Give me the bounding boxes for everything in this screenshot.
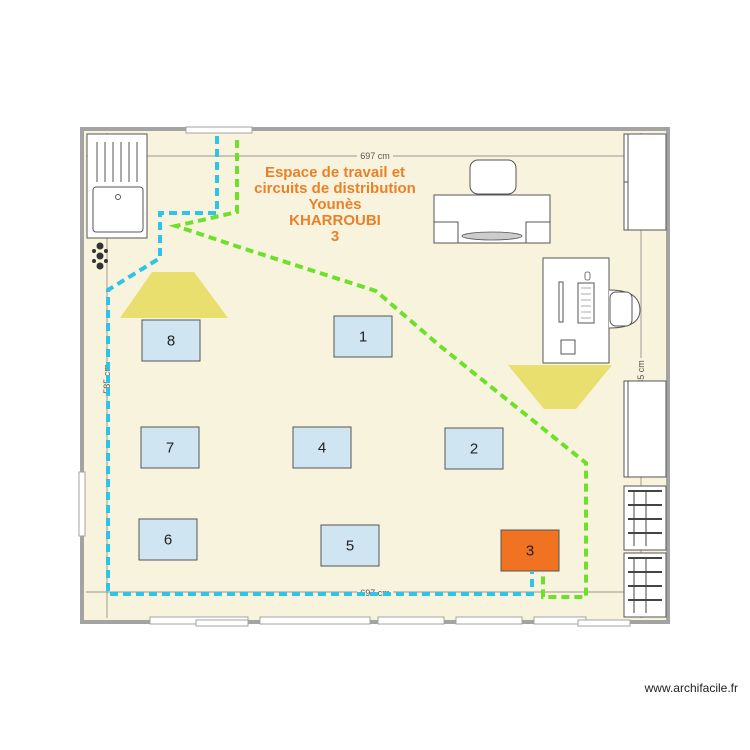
teacher-desk-icon — [433, 159, 551, 244]
workstation-box-7 — [140, 426, 200, 469]
plan-title-line-4: KHARROUBI — [289, 212, 381, 229]
workstation-box-8 — [141, 319, 201, 362]
plan-title-line-1: Espace de travail et — [265, 164, 405, 181]
right-cabinet-top — [623, 133, 667, 231]
workstations: 8 1 7 4 2 6 5 3 — [138, 315, 560, 572]
right-shelving — [623, 485, 667, 618]
plan-title-line-2: circuits de distribution — [254, 180, 416, 197]
room-walls — [80, 127, 670, 624]
right-height-label: 585 cm — [636, 360, 646, 390]
plan-title-line-3: Younès — [308, 196, 361, 213]
workstation-label-7: 7 — [166, 440, 174, 457]
workstation-label-2: 2 — [470, 441, 478, 458]
workstation-box-2 — [444, 427, 504, 470]
plan-title-line-5: 3 — [331, 228, 339, 245]
workstation-label-4: 4 — [318, 440, 326, 457]
workstation-label-6: 6 — [164, 532, 172, 549]
workstation-box-1 — [333, 315, 393, 358]
top-width-label: 697 cm — [360, 151, 390, 161]
radiator-icon — [92, 242, 108, 270]
top-door-opening — [185, 126, 253, 134]
workstation-box-4 — [292, 426, 352, 469]
workstation-label-3: 3 — [526, 543, 534, 560]
workstation-box-3 — [500, 529, 560, 572]
workstation-box-5 — [320, 524, 380, 567]
lamp-right — [508, 365, 612, 409]
site-credit[interactable]: www.archifacile.fr — [644, 681, 738, 695]
workstation-label-8: 8 — [167, 333, 175, 350]
lamp-left — [120, 272, 228, 318]
left-window — [78, 471, 86, 537]
workstation-box-6 — [138, 518, 198, 561]
bottom-windows — [149, 616, 631, 627]
right-cabinet-middle — [623, 380, 667, 478]
workstation-label-1: 1 — [359, 329, 367, 346]
blue-route — [106, 136, 534, 596]
green-route — [168, 140, 588, 599]
computer-desk-icon — [542, 257, 641, 364]
sink-icon — [86, 133, 148, 239]
workstation-label-5: 5 — [346, 538, 354, 555]
